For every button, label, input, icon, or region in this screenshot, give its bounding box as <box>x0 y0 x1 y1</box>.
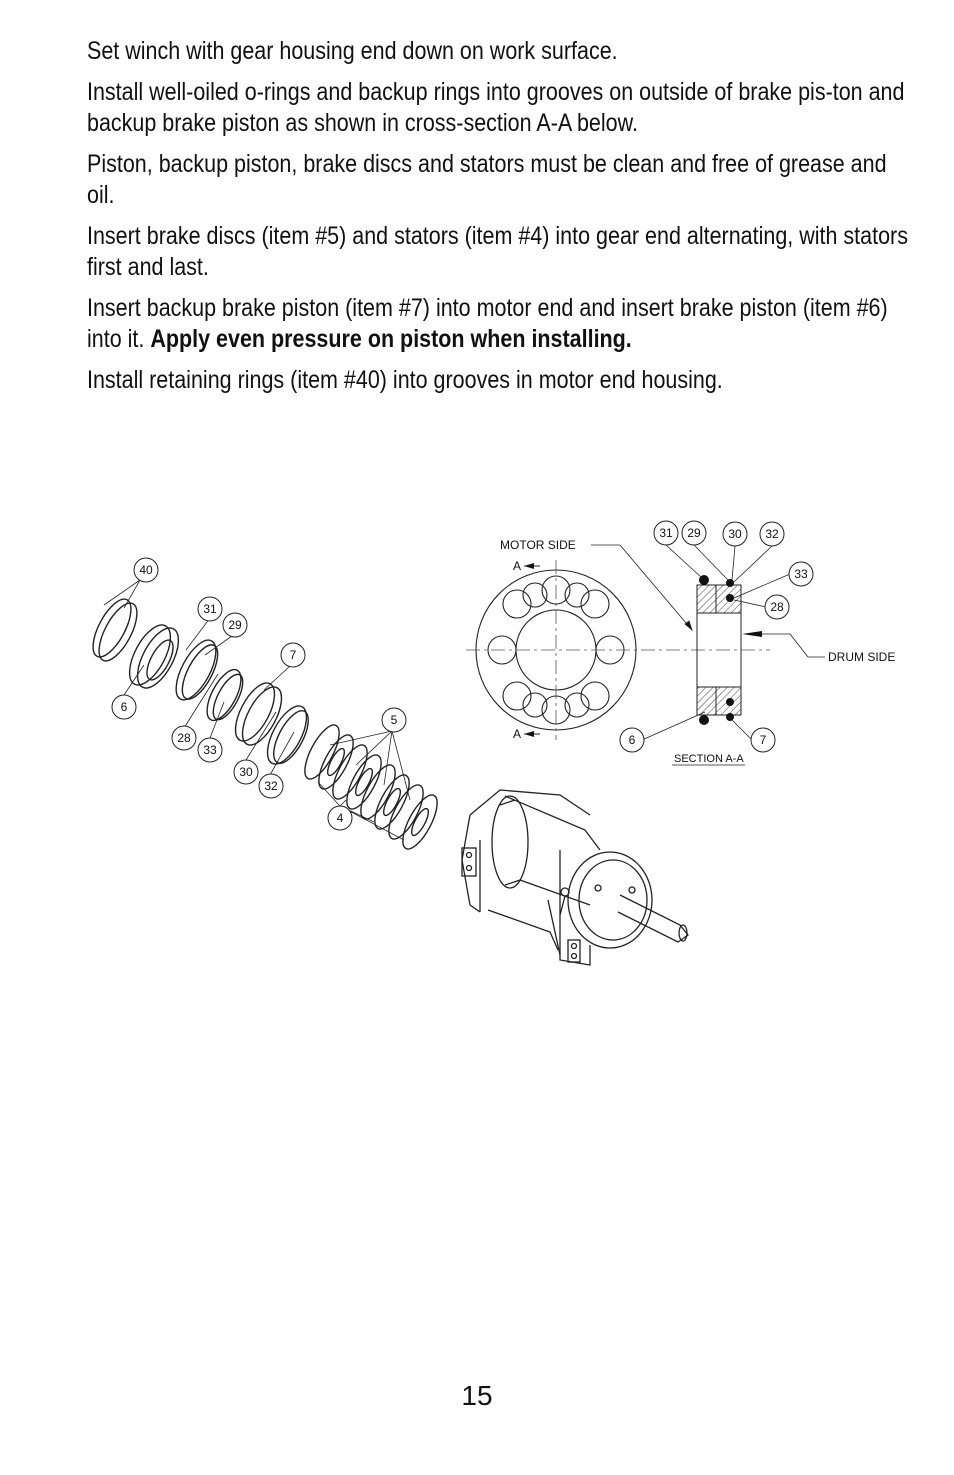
callout-30: 30 <box>233 759 259 785</box>
svg-text:5: 5 <box>391 713 398 727</box>
section-leaders <box>591 544 825 766</box>
callout-7: 7 <box>280 642 306 668</box>
motor-side-label: MOTOR SIDE <box>500 538 576 552</box>
callout-6: 6 <box>111 694 137 720</box>
cross-section <box>696 575 762 725</box>
callout-section-32: 32 <box>759 521 785 547</box>
callout-section-28: 28 <box>764 594 790 620</box>
center-lines <box>466 560 770 740</box>
svg-text:32: 32 <box>264 779 278 793</box>
instruction-text: Set winch with gear housing end down on … <box>87 36 908 406</box>
instruction-5-warning: Apply even pressure on piston when insta… <box>150 325 632 353</box>
instruction-3: Piston, backup piston, brake discs and s… <box>87 150 887 209</box>
svg-text:31: 31 <box>659 526 673 540</box>
callout-section-6: 6 <box>619 727 645 753</box>
callout-section-31: 31 <box>653 520 679 546</box>
section-markers: A A <box>513 559 540 741</box>
section-title: SECTION A-A <box>674 753 744 765</box>
svg-text:6: 6 <box>121 700 128 714</box>
instruction-6: Install retaining rings (item #40) into … <box>87 366 723 394</box>
instruction-2: Install well-oiled o-rings and backup ri… <box>87 78 905 137</box>
callout-section-30: 30 <box>722 521 748 547</box>
svg-text:4: 4 <box>337 811 344 825</box>
svg-text:33: 33 <box>794 567 808 581</box>
svg-text:6: 6 <box>629 733 636 747</box>
callout-section-29: 29 <box>681 520 707 546</box>
page-number: 15 <box>461 1380 493 1411</box>
winch-housing-drawing <box>461 789 689 966</box>
instruction-5: Insert backup brake piston (item #7) int… <box>87 293 913 355</box>
svg-text:40: 40 <box>139 563 153 577</box>
svg-text:29: 29 <box>687 526 701 540</box>
callout-5: 5 <box>381 707 407 733</box>
svg-text:29: 29 <box>228 618 242 632</box>
callout-section-33: 33 <box>788 561 814 587</box>
callout-40: 40 <box>133 557 159 583</box>
section-marker-top: A <box>513 559 521 573</box>
svg-text:28: 28 <box>770 600 784 614</box>
exploded-parts <box>92 598 438 850</box>
instruction-5-text: Insert backup brake piston (item #7) int… <box>87 294 888 353</box>
instruction-1: Set winch with gear housing end down on … <box>87 37 618 65</box>
callout-4: 4 <box>327 805 353 831</box>
svg-text:31: 31 <box>203 602 217 616</box>
callout-section-7: 7 <box>750 727 776 753</box>
svg-text:32: 32 <box>765 527 779 541</box>
callout-31: 31 <box>197 596 223 622</box>
svg-text:7: 7 <box>760 733 767 747</box>
section-callouts: 31 29 30 32 33 28 6 7 <box>619 520 814 753</box>
callout-32: 32 <box>258 773 284 799</box>
callout-33: 33 <box>197 737 223 763</box>
svg-text:30: 30 <box>728 527 742 541</box>
svg-text:33: 33 <box>203 743 217 757</box>
callout-29: 29 <box>222 612 248 638</box>
svg-text:30: 30 <box>239 765 253 779</box>
drum-side-label: DRUM SIDE <box>828 650 895 664</box>
svg-text:28: 28 <box>177 731 191 745</box>
callout-28: 28 <box>171 725 197 751</box>
svg-text:7: 7 <box>290 648 297 662</box>
exploded-callouts: 40 31 29 7 6 28 33 30 32 5 4 <box>111 557 407 831</box>
section-marker-bottom: A <box>513 727 521 741</box>
instruction-4: Insert brake discs (item #5) and stators… <box>87 222 908 281</box>
